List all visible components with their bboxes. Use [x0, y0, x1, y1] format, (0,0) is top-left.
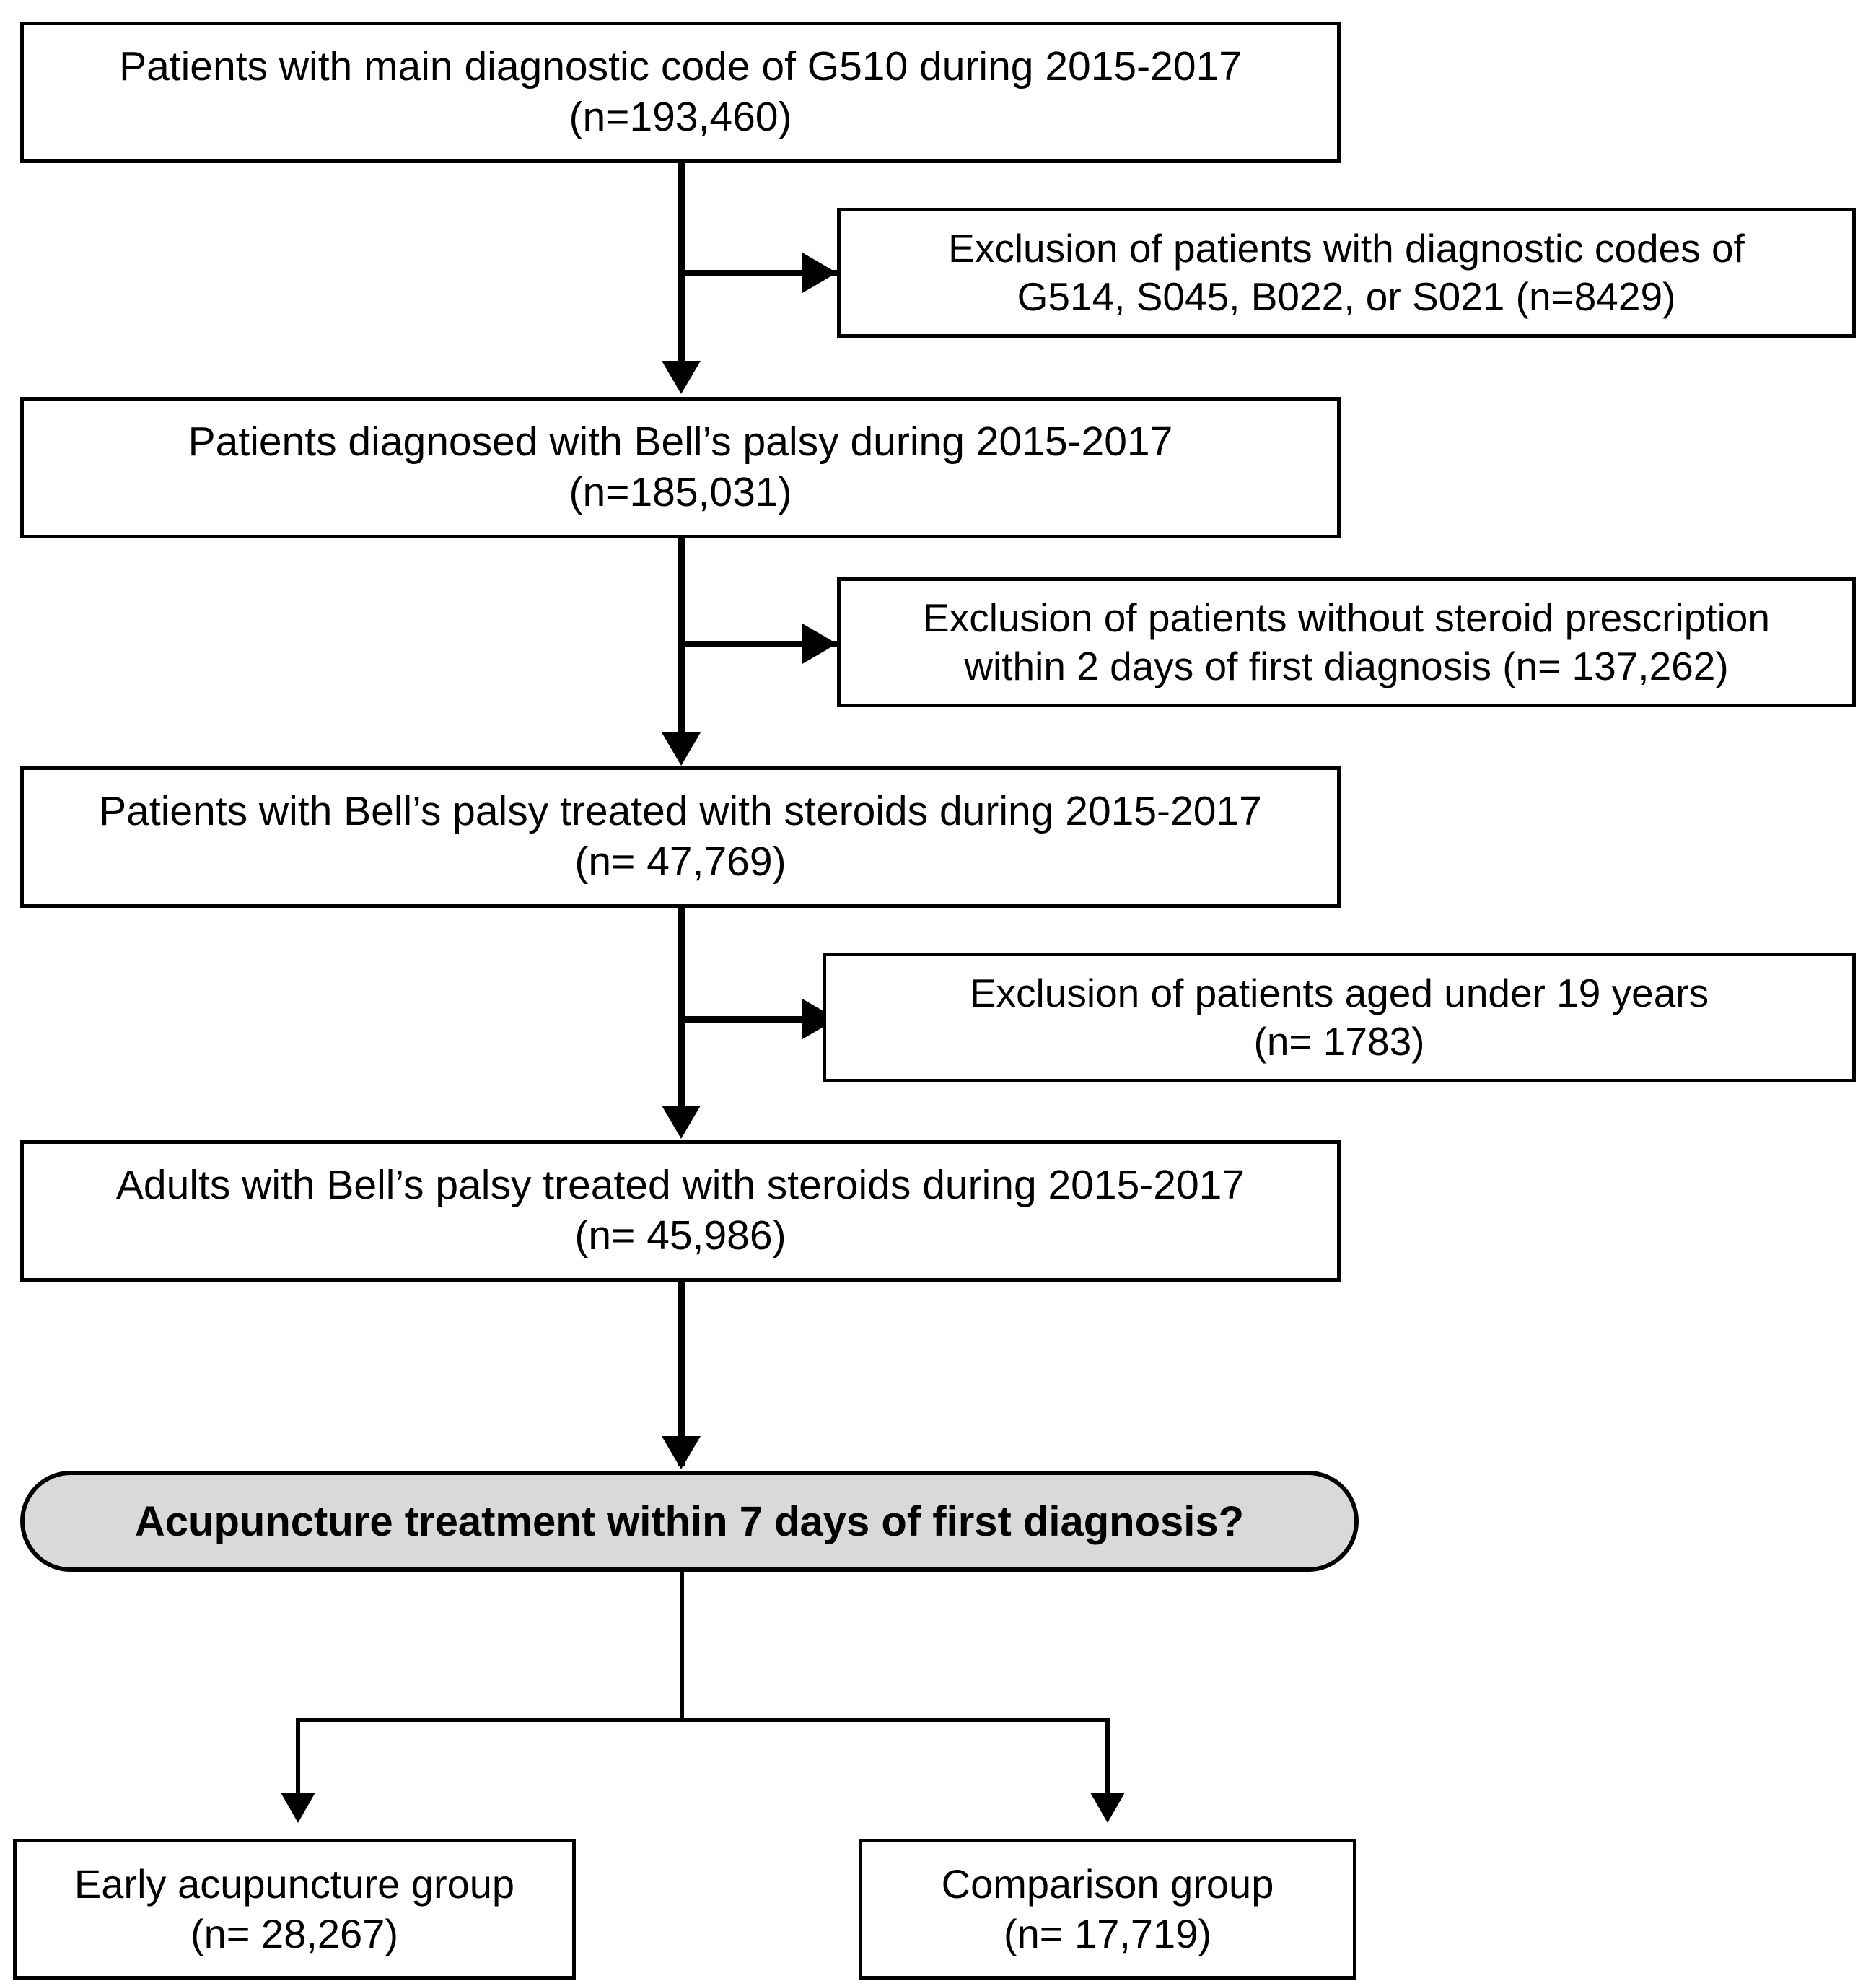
node-outcome-left-line1: Early acupuncture group — [74, 1861, 515, 1907]
connector-split-left-leg — [296, 1718, 300, 1811]
node-step4-line2: (n= 45,986) — [574, 1212, 786, 1259]
node-decision-acupuncture: Acupuncture treatment within 7 days of f… — [20, 1471, 1359, 1572]
arrowhead-step4-to-decision — [662, 1436, 701, 1469]
node-outcome-early-acupuncture: Early acupuncture group (n= 28,267) — [13, 1839, 576, 1980]
node-exclusion2-line2: within 2 days of first diagnosis (n= 137… — [964, 644, 1729, 688]
node-exclusion2: Exclusion of patients without steroid pr… — [837, 577, 1856, 707]
arrowhead-step1-to-step2 — [662, 361, 701, 394]
connector-branch-exclusion1 — [681, 270, 840, 276]
node-step4: Adults with Bell’s palsy treated with st… — [20, 1140, 1341, 1282]
arrowhead-exclusion1 — [802, 253, 837, 293]
node-step2: Patients diagnosed with Bell’s palsy dur… — [20, 397, 1341, 538]
node-exclusion1: Exclusion of patients with diagnostic co… — [837, 208, 1856, 338]
node-outcome-left-line2: (n= 28,267) — [190, 1910, 398, 1956]
node-step4-line1: Adults with Bell’s palsy treated with st… — [115, 1162, 1245, 1209]
node-outcome-right-line2: (n= 17,719) — [1004, 1910, 1211, 1956]
node-step2-line1: Patients diagnosed with Bell’s palsy dur… — [188, 419, 1173, 465]
node-step2-line2: (n=185,031) — [569, 469, 792, 515]
node-exclusion1-line2: G514, S045, B022, or S021 (n=8429) — [1017, 274, 1676, 319]
connector-branch-exclusion2 — [681, 641, 840, 647]
connector-split-right-leg — [1105, 1718, 1110, 1811]
connector-split-bar — [296, 1718, 1110, 1722]
connector-branch-exclusion3 — [681, 1016, 840, 1023]
arrowhead-outcome-left — [281, 1793, 315, 1823]
node-exclusion3-line1: Exclusion of patients aged under 19 year… — [969, 970, 1709, 1015]
arrowhead-step2-to-step3 — [662, 732, 701, 766]
arrowhead-step3-to-step4 — [662, 1106, 701, 1139]
node-exclusion2-line1: Exclusion of patients without steroid pr… — [923, 595, 1770, 640]
node-step1-line2: (n=193,460) — [569, 94, 792, 140]
arrowhead-exclusion2 — [802, 624, 837, 664]
node-exclusion3: Exclusion of patients aged under 19 year… — [823, 953, 1856, 1082]
arrowhead-outcome-right — [1090, 1793, 1125, 1823]
node-outcome-comparison: Comparison group (n= 17,719) — [859, 1839, 1356, 1980]
node-outcome-right-line1: Comparison group — [941, 1861, 1274, 1907]
connector-step4-to-decision — [678, 1282, 685, 1466]
node-exclusion3-line2: (n= 1783) — [1253, 1019, 1425, 1064]
node-step3-line2: (n= 47,769) — [574, 839, 786, 885]
node-step3-line1: Patients with Bell’s palsy treated with … — [99, 788, 1262, 835]
node-exclusion1-line1: Exclusion of patients with diagnostic co… — [948, 225, 1745, 271]
node-step1: Patients with main diagnostic code of G5… — [20, 22, 1341, 163]
node-step1-line1: Patients with main diagnostic code of G5… — [119, 43, 1242, 90]
node-decision-label: Acupuncture treatment within 7 days of f… — [134, 1497, 1245, 1545]
node-step3: Patients with Bell’s palsy treated with … — [20, 766, 1341, 908]
connector-decision-stem — [680, 1572, 684, 1722]
